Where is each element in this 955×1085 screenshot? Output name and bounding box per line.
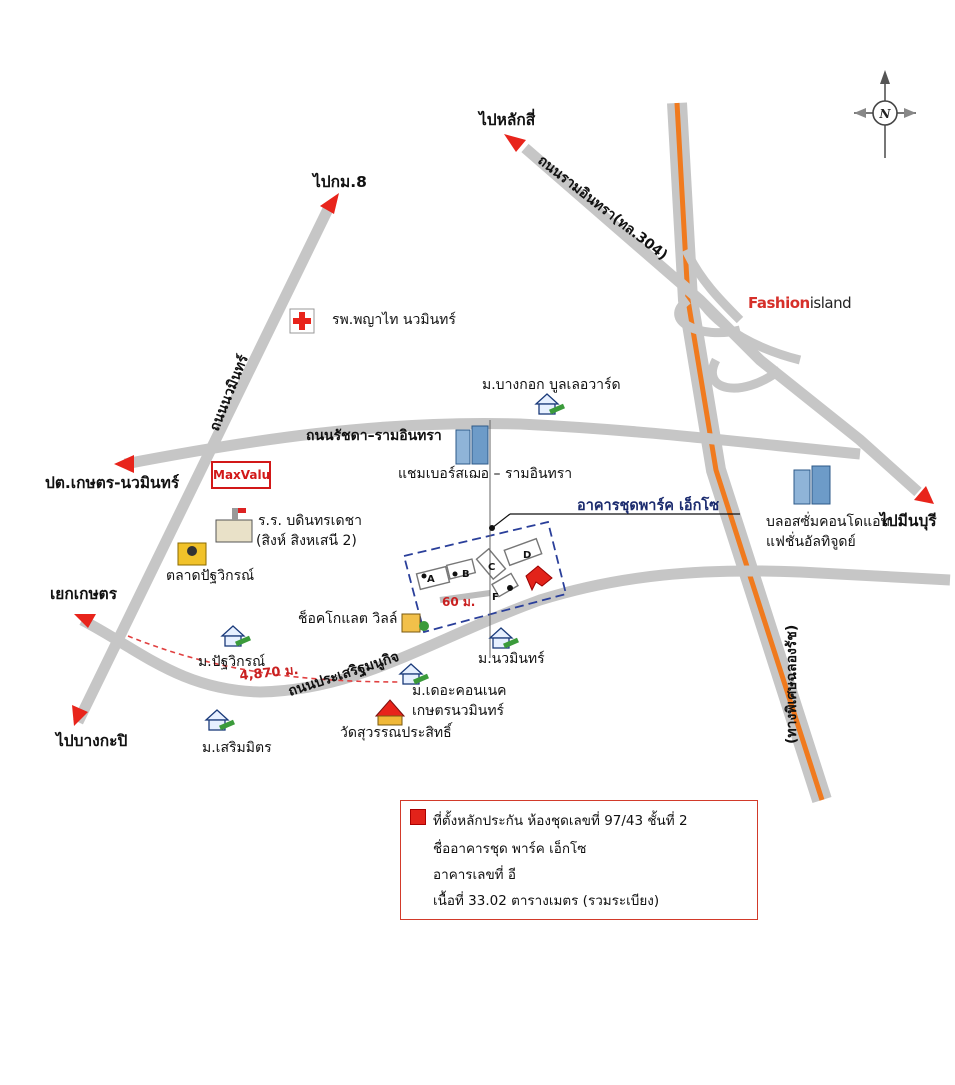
destination-kaset-nawamin: ปต.เกษตร-นวมินทร์ [45,474,180,492]
road-label-prasert-manukit: ถนนประเสริฐมนูกิจ [286,649,401,701]
destination-min-buri: ไปมีนบุรี [880,512,937,530]
place-chambers: แชมเบอร์สเฌอ – รามอินทรา [398,466,573,482]
house-icon [534,393,565,415]
legend-marker-swatch [410,809,426,825]
building-letter-c: C [488,562,495,573]
school-icon [215,508,253,543]
place-nawamin-village: ม.นวมินทร์ [478,651,545,667]
legend-line-1: ที่ตั้งหลักประกัน ห้องชุดเลขที่ 97/43 ชั… [433,813,688,829]
road-label-ratchada-ramintra: ถนนรัชดา–รามอินทรา [306,428,442,444]
place-wat: วัดสุวรรณประสิทธิ์ [340,725,452,741]
chocolate-ville-icon [401,613,429,633]
project-plot [402,520,568,634]
distance-label-yaek-kaset: 4,870 ม. [239,663,299,684]
building-footprints [415,537,543,598]
hospital-icon [289,308,315,334]
arrow-km8 [320,193,339,214]
prasert-manukit-road [79,565,951,698]
house-icon [204,709,235,731]
compass-north-letter: N [879,107,892,121]
place-bangkok-boulevard: ม.บางกอก บูลเลอวาร์ด [482,377,621,393]
place-pattawikorn-village: ม.ปัฐวิกรณ์ [198,654,266,670]
legend-line-4: เนื้อที่ 33.02 ตารางเมตร (รวมระเบียง) [433,893,660,909]
place-serimit: ม.เสริมมิตร [202,740,272,756]
market-icon [177,542,207,566]
house-icon [398,663,429,685]
place-chocolate-ville: ช็อคโกแลต วิลล์ [298,611,398,627]
destination-km8: ไปกม.8 [313,173,367,191]
arrow-yaek-kaset [74,614,96,628]
ratchada-ramintra-road [123,418,861,470]
place-market: ตลาดปัฐวิกรณ์ [166,568,255,584]
house-icon [488,627,519,649]
legend-line-3: อาคารเลขที่ อี [433,867,516,883]
maxvalu-logo: MaxValu [211,461,271,489]
building-letter-b: B [462,569,470,580]
north-compass-icon [854,70,916,158]
place-school-line1: ร.ร. บดินทรเดชา [258,513,362,529]
house-icon [220,625,251,647]
legend-line-2: ชื่ออาคารชุด พาร์ค เอ็กโซ [433,841,587,857]
expressway-road [667,102,832,804]
destination-bang-kapi: ไปบางกะปิ [56,732,128,750]
arrow-kaset-nawamin [114,455,134,473]
destination-yaek-kaset: เยกเกษตร [50,585,118,603]
direction-arrows [72,134,934,726]
place-the-connect-line1: ม.เดอะคอนเนค [412,683,507,699]
fashion-island-logo-part2: island [809,294,852,312]
fashion-island-logo: Fashionisland [748,294,852,312]
arrow-lak-si [504,134,526,152]
condo-building-icon [793,465,831,505]
arrow-bang-kapi [72,705,88,726]
building-letter-d: D [523,550,531,561]
interchange [674,248,802,393]
place-school-line2: (สิงห์ สิงหเสนี 2) [256,533,357,549]
fashion-island-logo-part1: Fashion [748,294,810,312]
legend-box: ที่ตั้งหลักประกัน ห้องชุดเลขที่ 97/43 ชั… [400,800,758,920]
road-label-ram-intra: ถนนรามอินทรา(ทล.304) [535,153,671,264]
soi-road [439,590,491,603]
target-marker [525,565,553,592]
place-hospital: รพ.พญาไท นวมินทร์ [332,312,456,328]
distance-line [127,635,401,683]
place-blossom-line1: บลอสซั่มคอนโดแอท [766,514,890,530]
building-letter-a: A [427,574,435,585]
ram-intra-road [521,143,922,497]
temple-icon [374,699,406,726]
distance-label-soi: 60 ม. [442,595,475,609]
arrow-min-buri [914,486,934,504]
condo-building-icon [455,425,489,465]
target-building-label: อาคารชุดพาร์ค เอ็กโซ [577,498,720,514]
destination-lak-si: ไปหลักสี่ [479,111,536,129]
place-the-connect-line2: เกษตรนวมินทร์ [412,703,505,719]
road-label-expressway: (ทางพิเศษฉลองรัช) [784,625,800,744]
place-blossom-line2: แฟชั่นอัลทิจูดย์ [766,534,856,550]
building-letter-f: F [492,592,499,603]
